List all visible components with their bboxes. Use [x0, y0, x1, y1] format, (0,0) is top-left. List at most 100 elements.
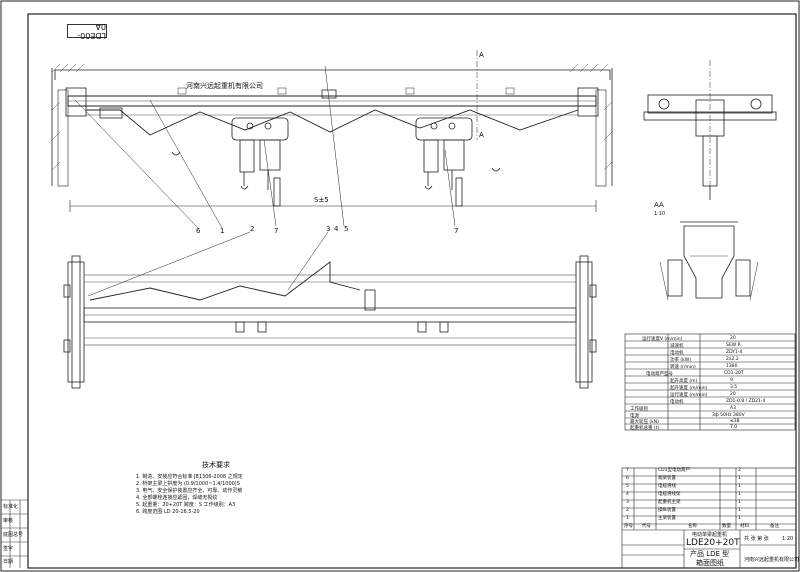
title-block-frame: [621, 467, 797, 569]
side-view: [643, 60, 777, 200]
part-qty: 1: [738, 500, 741, 505]
spec-label: 电动机: [670, 351, 684, 356]
callout-5: 5: [344, 225, 349, 233]
parts-header-name: 名称: [688, 524, 697, 529]
spec-table-frame: [624, 333, 796, 431]
parts-list: 7 CD1型电动葫芦 2 6 端梁装置 1 5 电缆滑线 1 4 电缆滑线架 1…: [622, 468, 796, 530]
part-qty: 1: [738, 484, 741, 489]
spec-label: 减速机: [670, 344, 684, 349]
hoist-left: [231, 117, 289, 207]
part-qty: 1: [738, 492, 741, 497]
tech-req-item: 1. 制造、安装应符合标准 JB1306-2008 之规定: [136, 474, 243, 480]
tech-req-item: 3. 电气、安全保护装置应齐全、可靠、动作灵敏: [136, 488, 243, 494]
spec-value: ≤38: [730, 419, 740, 424]
spec-value: 20: [730, 392, 736, 397]
spec-label: 工作级别: [630, 407, 648, 412]
tech-req-item: 6. 跨度范围 LD 20-16.5-20: [136, 509, 200, 515]
callout-1: 1: [220, 227, 225, 235]
spec-label: 电动葫芦型号: [646, 372, 673, 377]
spec-value: 3.5: [730, 385, 738, 390]
spec-value: 20: [730, 336, 736, 341]
part-no: 3: [626, 500, 629, 505]
spec-value: 2x2.2: [726, 357, 739, 362]
part-no: 6: [626, 476, 629, 481]
tech-req-item: 5. 起重量：20+20T 跨度：S 工作级别：A3: [136, 502, 236, 508]
spec-label: 最大轮压 (kN): [630, 420, 659, 425]
part-no: 7: [626, 468, 629, 473]
spec-value: ZDY1-4: [726, 350, 743, 355]
part-no: 4: [626, 492, 629, 497]
tech-req-heading: 技术要求: [202, 461, 230, 469]
strip-label: 标准化: [3, 504, 19, 510]
part-name: 操纵装置: [658, 508, 676, 513]
company-banner: 河南兴远起重机有限公司: [186, 82, 263, 90]
front-elevation-view: [51, 50, 613, 229]
callout-2: 2: [250, 225, 255, 233]
spec-value: A3: [730, 406, 736, 411]
part-qty: 1: [738, 516, 741, 521]
section-mark-bottom: A: [479, 131, 484, 139]
part-name: 端梁装置: [658, 476, 676, 481]
part-qty: 1: [738, 508, 741, 513]
part-name: 电缆滑线架: [658, 492, 681, 497]
callout-4: 4: [334, 225, 339, 233]
spec-label: 起升速度 (m/min): [670, 386, 708, 391]
spec-value: CD1-20T: [724, 371, 744, 376]
strip-label: 审核: [3, 518, 14, 524]
product-category: 产品 LDE 型: [690, 550, 730, 558]
tech-req-item: 4. 全部螺栓连接应紧固，焊缝无裂纹: [136, 495, 218, 501]
spec-value: ZD1-0.8 / ZD21-4: [726, 399, 766, 404]
part-no: 2: [626, 508, 629, 513]
spec-value: 9: [730, 378, 733, 383]
part-name: 起重机主梁: [658, 500, 681, 505]
spec-label: 电动机: [670, 400, 684, 405]
section-aa-label: AA: [654, 201, 664, 209]
section-aa-view: [659, 221, 759, 301]
section-aa-scale: 1:10: [654, 211, 666, 217]
spec-value: 7.0: [730, 425, 738, 430]
callout-7a: 7: [274, 227, 279, 235]
spec-label: 转速 (r/min): [670, 365, 696, 370]
drawing-scale: 1:20: [782, 536, 794, 542]
drawing-code: LDE00-0A: [77, 22, 106, 40]
spec-value: 1380: [726, 364, 738, 369]
parts-header-code: 代号: [642, 524, 651, 529]
section-mark-top: A: [479, 51, 484, 59]
parts-header-material: 材料: [740, 524, 749, 529]
callout-6: 6: [196, 227, 201, 235]
strip-label: 签字: [3, 546, 14, 552]
spec-label: 功率 (kW): [670, 358, 691, 363]
spec-table: 运行速度V (m/min) 20 减速机 SEW R 电动机 ZDY1-4 功率 (k…: [626, 335, 794, 431]
spec-label: 起升高度 (m): [670, 379, 698, 384]
top-plan-view: [63, 231, 597, 389]
span-dimension: S±5: [314, 196, 329, 204]
parts-header-qty: 数量: [722, 524, 731, 529]
strip-label: 日期: [3, 559, 14, 565]
left-binding-strip: [1, 499, 28, 568]
callout-3: 3: [326, 225, 331, 233]
sheet-info: 共 张 第 张: [744, 536, 769, 542]
spec-value: 3ф 50Hz 380V: [712, 413, 745, 418]
part-no: 5: [626, 484, 629, 489]
spec-label: 运行速度 (m/min): [670, 393, 708, 398]
spec-label: 起重机总重 (t): [630, 426, 660, 431]
part-qty: 2: [738, 468, 741, 473]
drawing-name: 箱面图纸: [696, 559, 724, 567]
tech-req-item: 2. 桥架主梁上拱度为 (0.9/1000~1.4/1000)S: [136, 481, 240, 487]
product-model: LDE20+20T: [686, 538, 740, 548]
spec-label: 运行速度V (m/min): [642, 337, 683, 342]
spec-label: 电源: [630, 414, 639, 419]
part-no: 1: [626, 516, 629, 521]
product-name: 电动单梁起重机: [692, 532, 728, 538]
spec-value: SEW R: [726, 343, 741, 348]
hoist-right: [415, 117, 473, 207]
part-name: CD1型电动葫芦: [658, 468, 690, 473]
callout-7b: 7: [454, 227, 459, 235]
drawing-code-stamp: LDE00-0A: [67, 22, 107, 40]
inner-border: [27, 13, 797, 569]
company-name: 河南兴远起重机有限公司: [744, 557, 800, 563]
strip-label: 底图总号: [3, 532, 24, 538]
wall-hatching: [51, 63, 613, 171]
